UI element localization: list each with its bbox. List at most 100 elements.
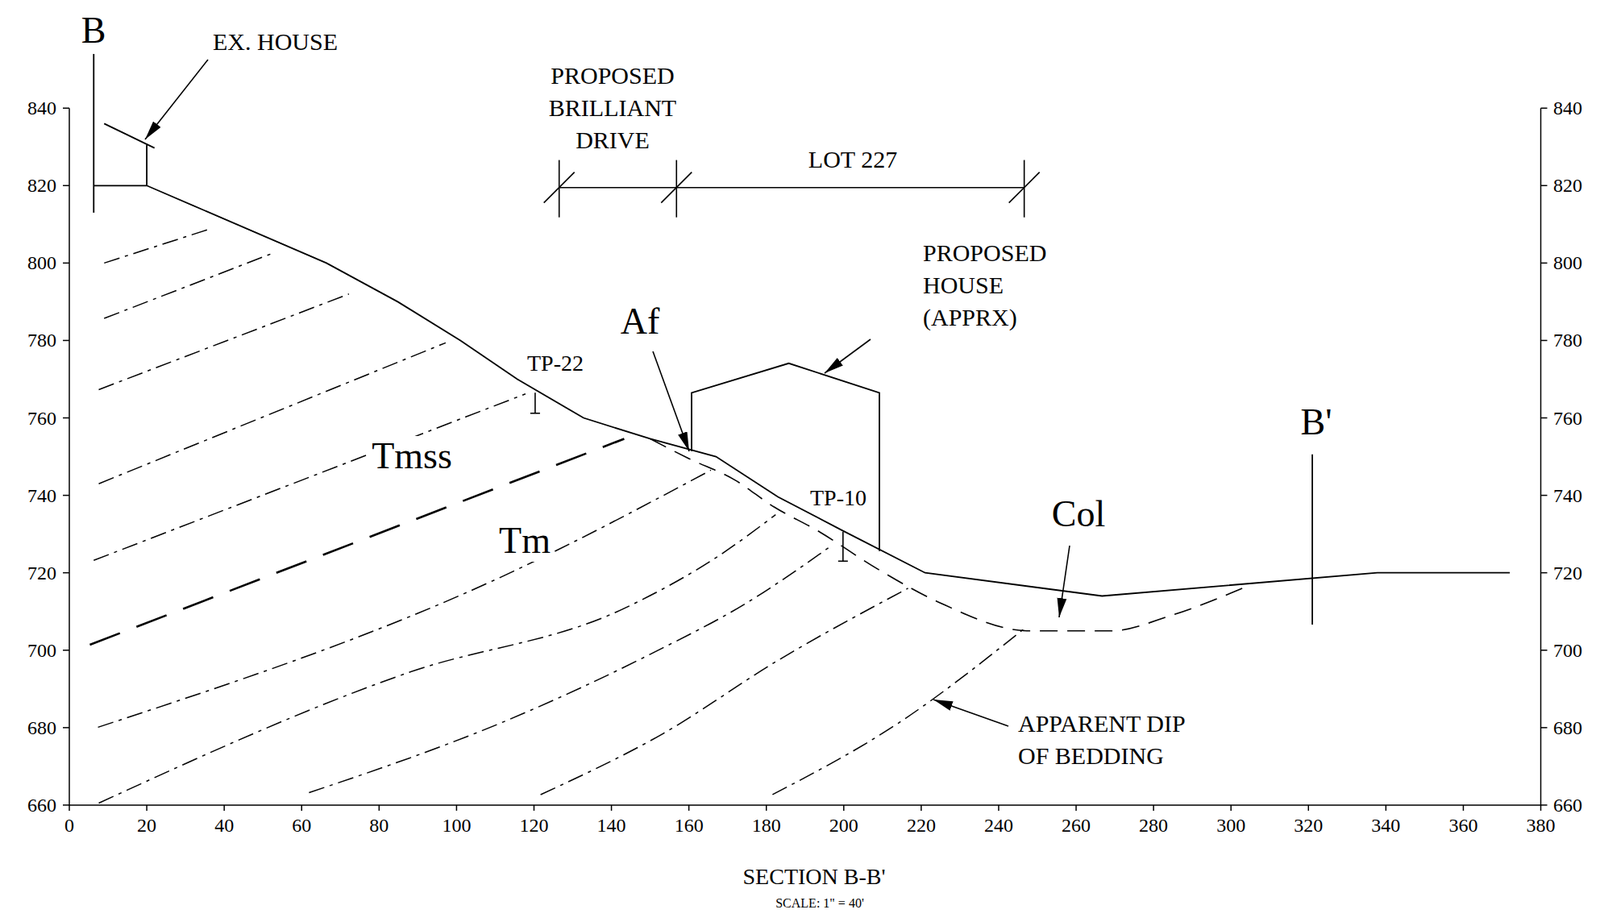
- axis-number: 180: [752, 814, 782, 838]
- axis-tick: [62, 185, 70, 188]
- axis-tick: [1541, 727, 1548, 729]
- axis-tick: [68, 805, 71, 811]
- ground-surface: [93, 185, 1510, 596]
- axis-number: 800: [27, 251, 57, 275]
- leader-line: [824, 339, 871, 374]
- axis-number: 720: [1553, 561, 1583, 585]
- drawing-label: SCALE: 1" = 40': [773, 895, 866, 911]
- axis-tick: [1541, 107, 1548, 109]
- axis-number: 800: [1553, 251, 1583, 275]
- axis-number: 720: [27, 561, 57, 585]
- axis-frame: [69, 108, 1542, 806]
- axis-tick: [1541, 804, 1548, 807]
- dimension-line: [559, 187, 1025, 189]
- axis-number: 820: [1553, 174, 1583, 198]
- axis-number: 60: [291, 814, 312, 838]
- axis-tick: [223, 805, 225, 811]
- drawing-label: Tm: [497, 520, 553, 562]
- drawing-label: EX. HOUSE: [211, 25, 340, 59]
- axis-tick: [62, 727, 70, 729]
- axis-number: 840: [1553, 96, 1583, 121]
- axis-tick: [997, 805, 1000, 811]
- axis-number: 120: [519, 814, 549, 838]
- axis-number: 100: [441, 814, 471, 838]
- axis-tick: [1152, 805, 1155, 811]
- axis-number: 380: [1526, 814, 1556, 838]
- dimension-slash: [1009, 172, 1040, 204]
- bedding-line: [103, 253, 274, 319]
- bedding-line: [99, 294, 350, 391]
- axis-tick: [610, 805, 613, 811]
- axis-tick: [843, 805, 845, 811]
- proposed-house: [691, 363, 880, 552]
- axis-number: 240: [984, 814, 1014, 838]
- test-pit-symbol: [530, 412, 541, 415]
- existing-house: [103, 123, 154, 148]
- drawing-label: Tmss: [369, 436, 454, 478]
- axis-number: 300: [1216, 814, 1246, 838]
- axis-tick: [1385, 805, 1388, 811]
- bedding-line: [93, 394, 526, 562]
- drawing-label: Col: [1050, 494, 1107, 536]
- axis-number: 340: [1371, 814, 1401, 838]
- axis-number: 680: [1553, 715, 1583, 740]
- axis-tick: [62, 340, 70, 342]
- axis-number: 780: [1553, 328, 1583, 353]
- test-pit-symbol: [534, 392, 537, 413]
- axis-tick: [1230, 805, 1232, 811]
- axis-number: 740: [27, 483, 57, 508]
- axis-number: 0: [64, 814, 75, 838]
- axis-tick: [1540, 805, 1542, 811]
- axis-tick: [62, 572, 70, 574]
- axis-tick: [456, 805, 458, 811]
- axis-tick: [1541, 185, 1548, 188]
- axis-number: 700: [1553, 638, 1583, 662]
- axis-tick: [378, 805, 381, 811]
- axis-number: 160: [674, 814, 704, 838]
- drawing-label: B': [1299, 402, 1335, 444]
- axis-number: 660: [27, 793, 57, 818]
- axis-number: 280: [1138, 814, 1168, 838]
- drawing-label: SECTION B-B': [741, 863, 888, 891]
- axis-number: 760: [1553, 406, 1583, 430]
- axis-tick: [62, 649, 70, 652]
- axis-number: 140: [597, 814, 627, 838]
- drawing-label: APPARENT DIP OF BEDDING: [1016, 707, 1210, 773]
- drawing-label: PROPOSED BRILLIANT DRIVE: [522, 59, 703, 157]
- drawing-label: LOT 227: [806, 143, 899, 176]
- leader-line: [652, 351, 690, 452]
- test-pit-symbol: [838, 560, 848, 562]
- axis-number: 360: [1448, 814, 1478, 838]
- dimension-slash: [544, 172, 575, 204]
- axis-number: 780: [27, 328, 57, 353]
- axis-tick: [533, 805, 536, 811]
- axis-tick: [1541, 262, 1548, 265]
- drawing-label: TP-10: [808, 484, 869, 512]
- axis-number: 220: [906, 814, 936, 838]
- existing-house: [145, 145, 148, 186]
- axis-tick: [62, 494, 70, 497]
- axis-tick: [1541, 494, 1548, 497]
- section-line: [92, 54, 95, 213]
- bedding-line: [308, 548, 828, 794]
- test-pit-symbol: [842, 531, 844, 562]
- axis-tick: [145, 805, 148, 811]
- axis-tick: [1075, 805, 1077, 811]
- axis-tick: [1541, 340, 1548, 342]
- axis-tick: [1541, 649, 1548, 652]
- axis-tick: [62, 107, 70, 109]
- axis-number: 760: [27, 406, 57, 430]
- leader-line: [933, 699, 1009, 727]
- drawing-label: PROPOSED HOUSE (APPRX): [921, 236, 1086, 334]
- axis-tick: [62, 804, 70, 807]
- axis-tick: [62, 417, 70, 420]
- axis-tick: [765, 805, 768, 811]
- axis-number: 840: [27, 96, 57, 121]
- bedding-line: [540, 588, 909, 795]
- drawing-label: Af: [619, 301, 662, 343]
- bedding-line: [103, 229, 209, 264]
- axis-number: 20: [137, 814, 157, 838]
- axis-tick: [300, 805, 303, 811]
